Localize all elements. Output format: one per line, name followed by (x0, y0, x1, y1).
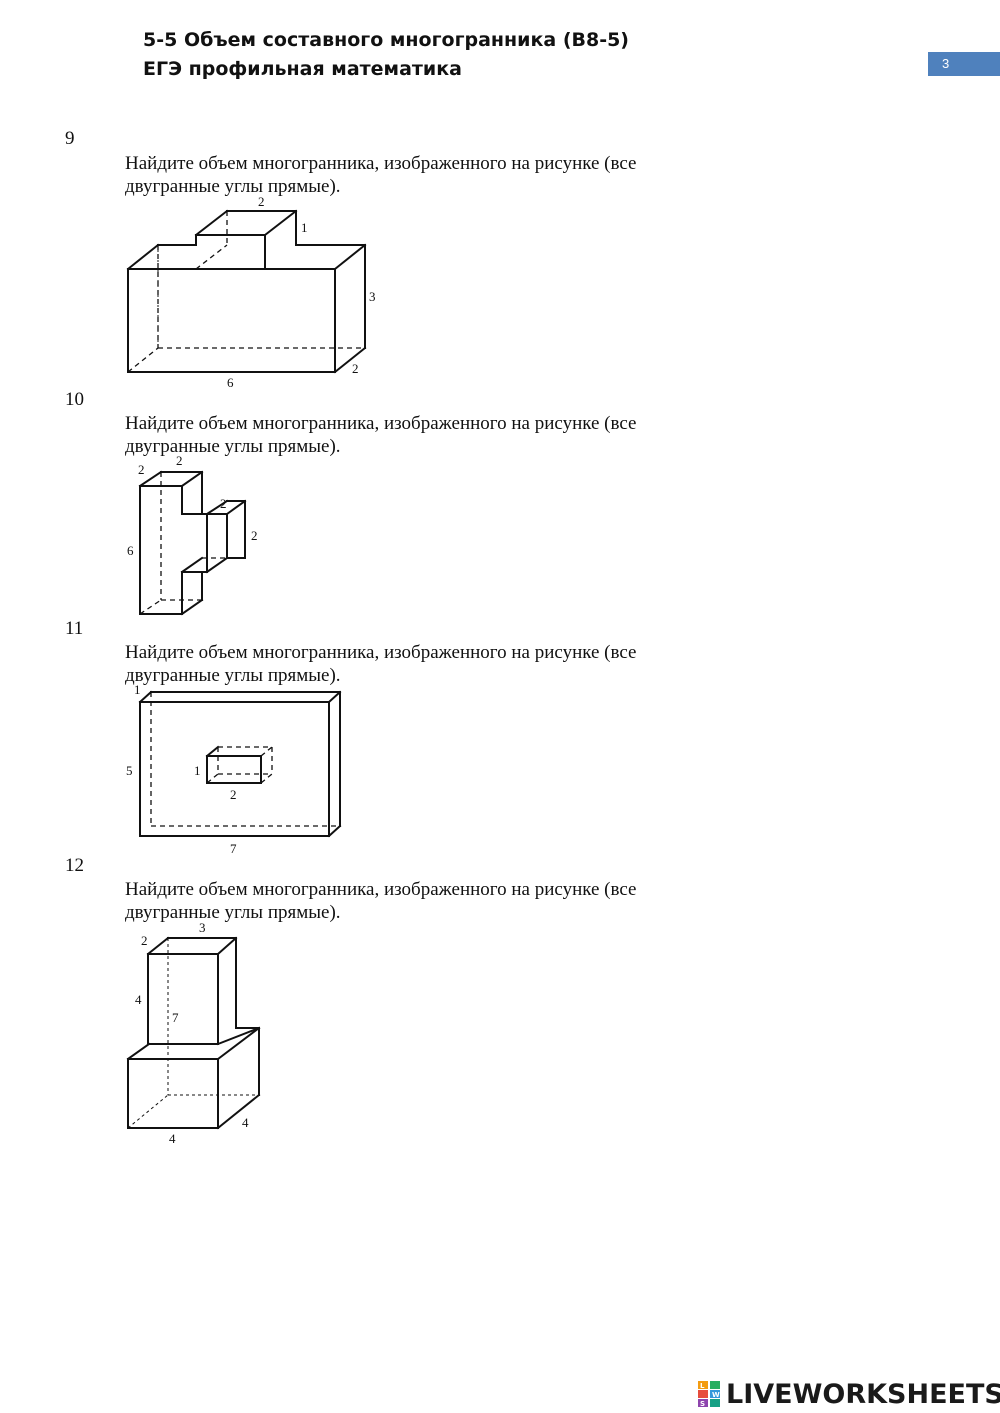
task-9-number: 9 (65, 128, 75, 149)
svg-text:S: S (700, 1400, 705, 1408)
title-line-1: 5-5 Объем составного многогранника (B8-5… (143, 29, 629, 51)
task-10-question: Найдите объем многогранника, изображенно… (125, 412, 685, 458)
task-11-label-width: 7 (230, 841, 237, 856)
task-12-label-top-width: 3 (199, 920, 206, 935)
task-9-line-2: двугранные углы прямые). (125, 176, 341, 197)
task-10-label-height: 6 (127, 543, 134, 558)
task-11-number: 11 (65, 618, 84, 639)
task-12-label-base-width: 4 (169, 1131, 176, 1146)
task-12-figure: 2 3 4 7 4 4 (126, 920, 261, 1146)
task-11-label-hole-height: 1 (194, 763, 201, 778)
task-9-label-top: 2 (258, 194, 265, 209)
task-11-label-height: 5 (126, 763, 133, 778)
title-line-2: ЕГЭ профильная математика (143, 58, 462, 80)
task-11-label-thickness: 1 (134, 682, 141, 697)
task-12-line-2: двугранные углы прямые). (125, 902, 341, 923)
task-10-line-2: двугранные углы прямые). (125, 436, 341, 457)
task-12-number: 12 (65, 855, 84, 876)
task-12-label-total-height: 7 (172, 1010, 179, 1025)
page-number-badge: 3 (928, 52, 1000, 76)
task-12-line-1: Найдите объем многогранника, изображенно… (125, 879, 637, 900)
task-11-line-1: Найдите объем многогранника, изображенно… (125, 642, 637, 663)
task-12-label-top-height: 4 (135, 992, 142, 1007)
task-9-label-depth: 2 (352, 361, 359, 376)
task-9-question: Найдите объем многогранника, изображенно… (125, 152, 685, 198)
task-11-line-2: двугранные углы прямые). (125, 665, 341, 686)
liveworksheets-logo-icon: L W S (698, 1381, 720, 1408)
task-9-label-length: 6 (227, 375, 234, 390)
svg-text:L: L (700, 1382, 705, 1390)
task-12-question: Найдите объем многогранника, изображенно… (125, 878, 685, 924)
task-10-label-arm-height: 2 (251, 528, 258, 543)
task-10-number: 10 (65, 389, 84, 410)
task-10-label-arm-top: 2 (220, 496, 227, 511)
task-10-label-depth: 2 (138, 462, 145, 477)
svg-text:W: W (712, 1391, 720, 1399)
task-9-line-1: Найдите объем многогранника, изображенно… (125, 153, 637, 174)
document-title: 5-5 Объем составного многогранника (B8-5… (143, 26, 629, 84)
task-11-label-hole-width: 2 (230, 787, 237, 802)
task-10-label-width: 2 (176, 453, 183, 468)
task-11-figure: 1 5 1 2 7 (126, 682, 342, 856)
task-10-figure: 2 2 2 2 6 (127, 453, 258, 616)
task-9-label-step: 1 (301, 220, 308, 235)
task-10-line-1: Найдите объем многогранника, изображенно… (125, 413, 637, 434)
task-9-label-height: 3 (369, 289, 376, 304)
task-12-label-top-depth: 2 (141, 933, 148, 948)
task-12-label-base-depth: 4 (242, 1115, 249, 1130)
liveworksheets-logo: L W S LIVEWORKSHEETS (697, 1377, 1000, 1411)
liveworksheets-wordmark: LIVEWORKSHEETS (726, 1378, 1000, 1410)
task-9-figure: 2 1 3 6 2 (126, 194, 376, 390)
task-11-question: Найдите объем многогранника, изображенно… (125, 641, 685, 687)
